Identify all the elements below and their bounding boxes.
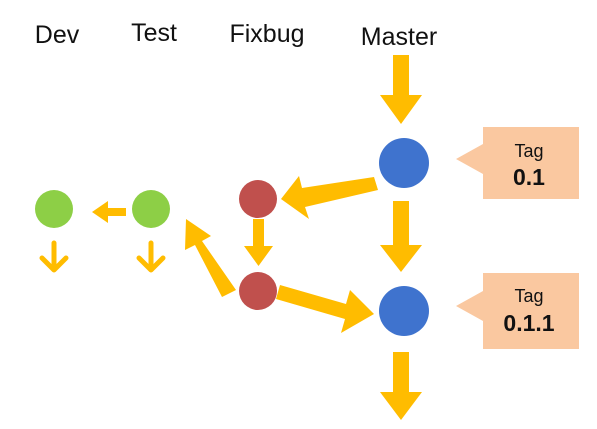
arrow-fixbug-commit	[244, 219, 273, 266]
arrow-master-exit	[380, 352, 422, 420]
master-commit-node-0-1-1	[379, 286, 429, 336]
arrow-master-to-fixbug	[281, 176, 378, 219]
arrow-master-commit	[380, 201, 422, 272]
arrow-dev-down	[39, 240, 69, 273]
fixbug-commit-node-2	[239, 272, 277, 310]
tag-callout-0-1-1: Tag 0.1.1	[456, 273, 579, 349]
arrow-master-entry	[380, 55, 422, 124]
lane-label-fixbug: Fixbug	[229, 20, 304, 48]
arrow-fixbug-to-master	[276, 285, 374, 333]
master-commit-node-0-1	[379, 138, 429, 188]
test-commit-node	[132, 190, 170, 228]
lane-label-dev: Dev	[35, 21, 80, 49]
tag-version: 0.1	[513, 164, 545, 190]
tag-callout-0-1: Tag 0.1	[456, 127, 579, 199]
lane-label-master: Master	[361, 23, 437, 51]
lane-label-test: Test	[131, 19, 177, 47]
arrow-test-to-dev	[92, 201, 126, 223]
dev-commit-node	[35, 190, 73, 228]
fixbug-commit-node-1	[239, 180, 277, 218]
tag-callout-shape	[456, 273, 579, 349]
arrows-group	[39, 55, 422, 420]
tag-callout-shape	[456, 127, 579, 199]
arrow-fixbug-to-test	[185, 219, 236, 297]
arrow-test-down	[136, 240, 166, 273]
tag-title: Tag	[514, 141, 543, 161]
tag-version: 0.1.1	[503, 310, 554, 336]
tag-title: Tag	[514, 286, 543, 306]
